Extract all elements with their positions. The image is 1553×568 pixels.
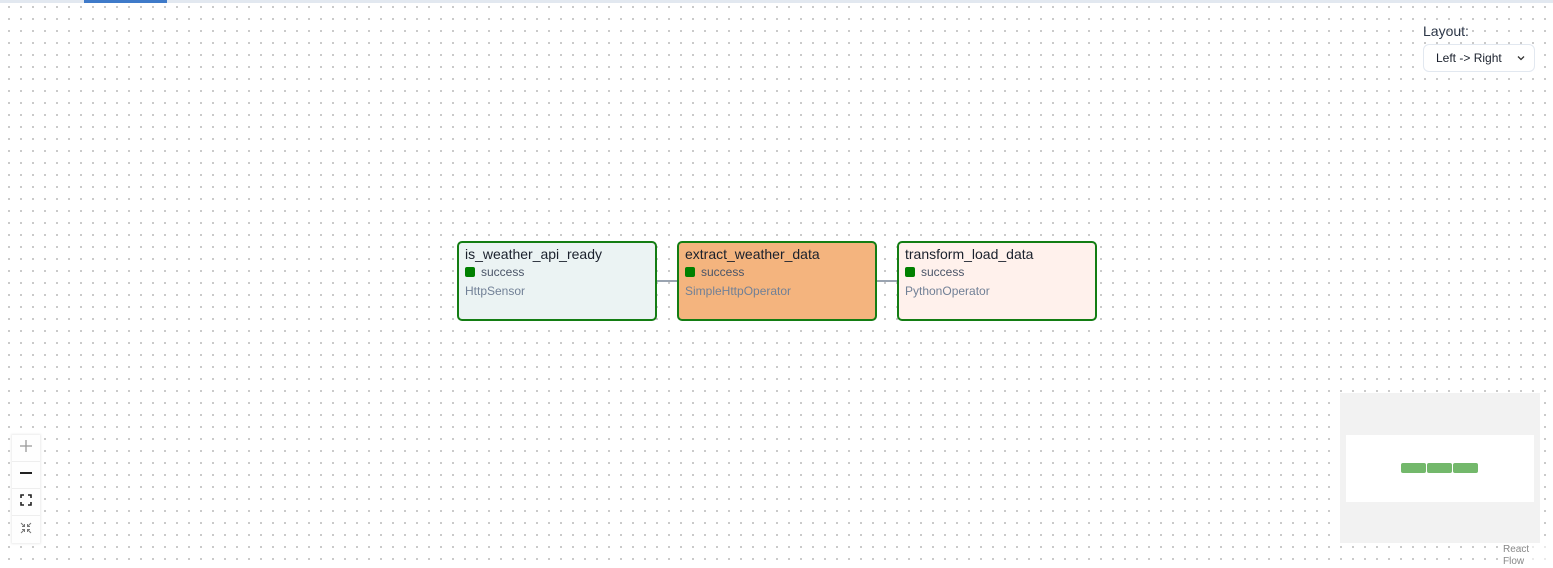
minimap-node xyxy=(1453,463,1478,473)
zoom-in-button[interactable] xyxy=(12,435,40,462)
task-node-operator: PythonOperator xyxy=(905,284,990,298)
task-node-operator: SimpleHttpOperator xyxy=(685,284,792,298)
task-node-extract-weather-data[interactable]: extract_weather_data success SimpleHttpO… xyxy=(677,241,877,321)
task-node-state-label: success xyxy=(921,265,965,279)
task-node-operator: HttpSensor xyxy=(465,284,526,298)
zoom-out-button[interactable] xyxy=(12,462,40,489)
task-node-title: is_weather_api_ready xyxy=(465,246,602,262)
plus-icon xyxy=(19,439,33,458)
task-node-transform-load-data[interactable]: transform_load_data success PythonOperat… xyxy=(897,241,1097,321)
collapse-icon xyxy=(20,521,32,539)
layout-select-value: Left -> Right xyxy=(1436,51,1502,65)
layout-label: Layout: xyxy=(1423,23,1469,39)
layout-select[interactable]: Left -> Right xyxy=(1423,44,1535,72)
layout-panel: Layout: Left -> Right xyxy=(1423,22,1535,72)
success-status-icon xyxy=(905,267,915,277)
task-node-state: success xyxy=(905,264,1089,280)
task-node-state-label: success xyxy=(481,265,525,279)
minimap-node xyxy=(1401,463,1426,473)
success-status-icon xyxy=(685,267,695,277)
top-tab-strip xyxy=(0,0,1553,3)
task-node-state: success xyxy=(465,264,649,280)
task-node-state: success xyxy=(685,264,869,280)
fit-view-button[interactable] xyxy=(12,489,40,516)
graph-edge xyxy=(656,280,677,282)
chevron-down-icon xyxy=(1516,53,1526,63)
success-status-icon xyxy=(465,267,475,277)
fit-view-icon xyxy=(20,493,32,511)
minimap[interactable] xyxy=(1340,393,1540,543)
interactive-toggle-button[interactable] xyxy=(12,516,40,543)
minimap-viewport xyxy=(1346,435,1534,502)
flow-controls xyxy=(12,435,40,543)
task-node-title: transform_load_data xyxy=(905,246,1034,262)
task-node-is-weather-api-ready[interactable]: is_weather_api_ready success HttpSensor xyxy=(457,241,657,321)
minus-icon xyxy=(19,466,33,485)
react-flow-attribution[interactable]: React Flow xyxy=(1502,544,1553,568)
active-tab-indicator xyxy=(84,0,167,3)
task-node-state-label: success xyxy=(701,265,745,279)
task-node-title: extract_weather_data xyxy=(685,246,820,262)
graph-edge xyxy=(876,280,897,282)
minimap-node xyxy=(1427,463,1452,473)
